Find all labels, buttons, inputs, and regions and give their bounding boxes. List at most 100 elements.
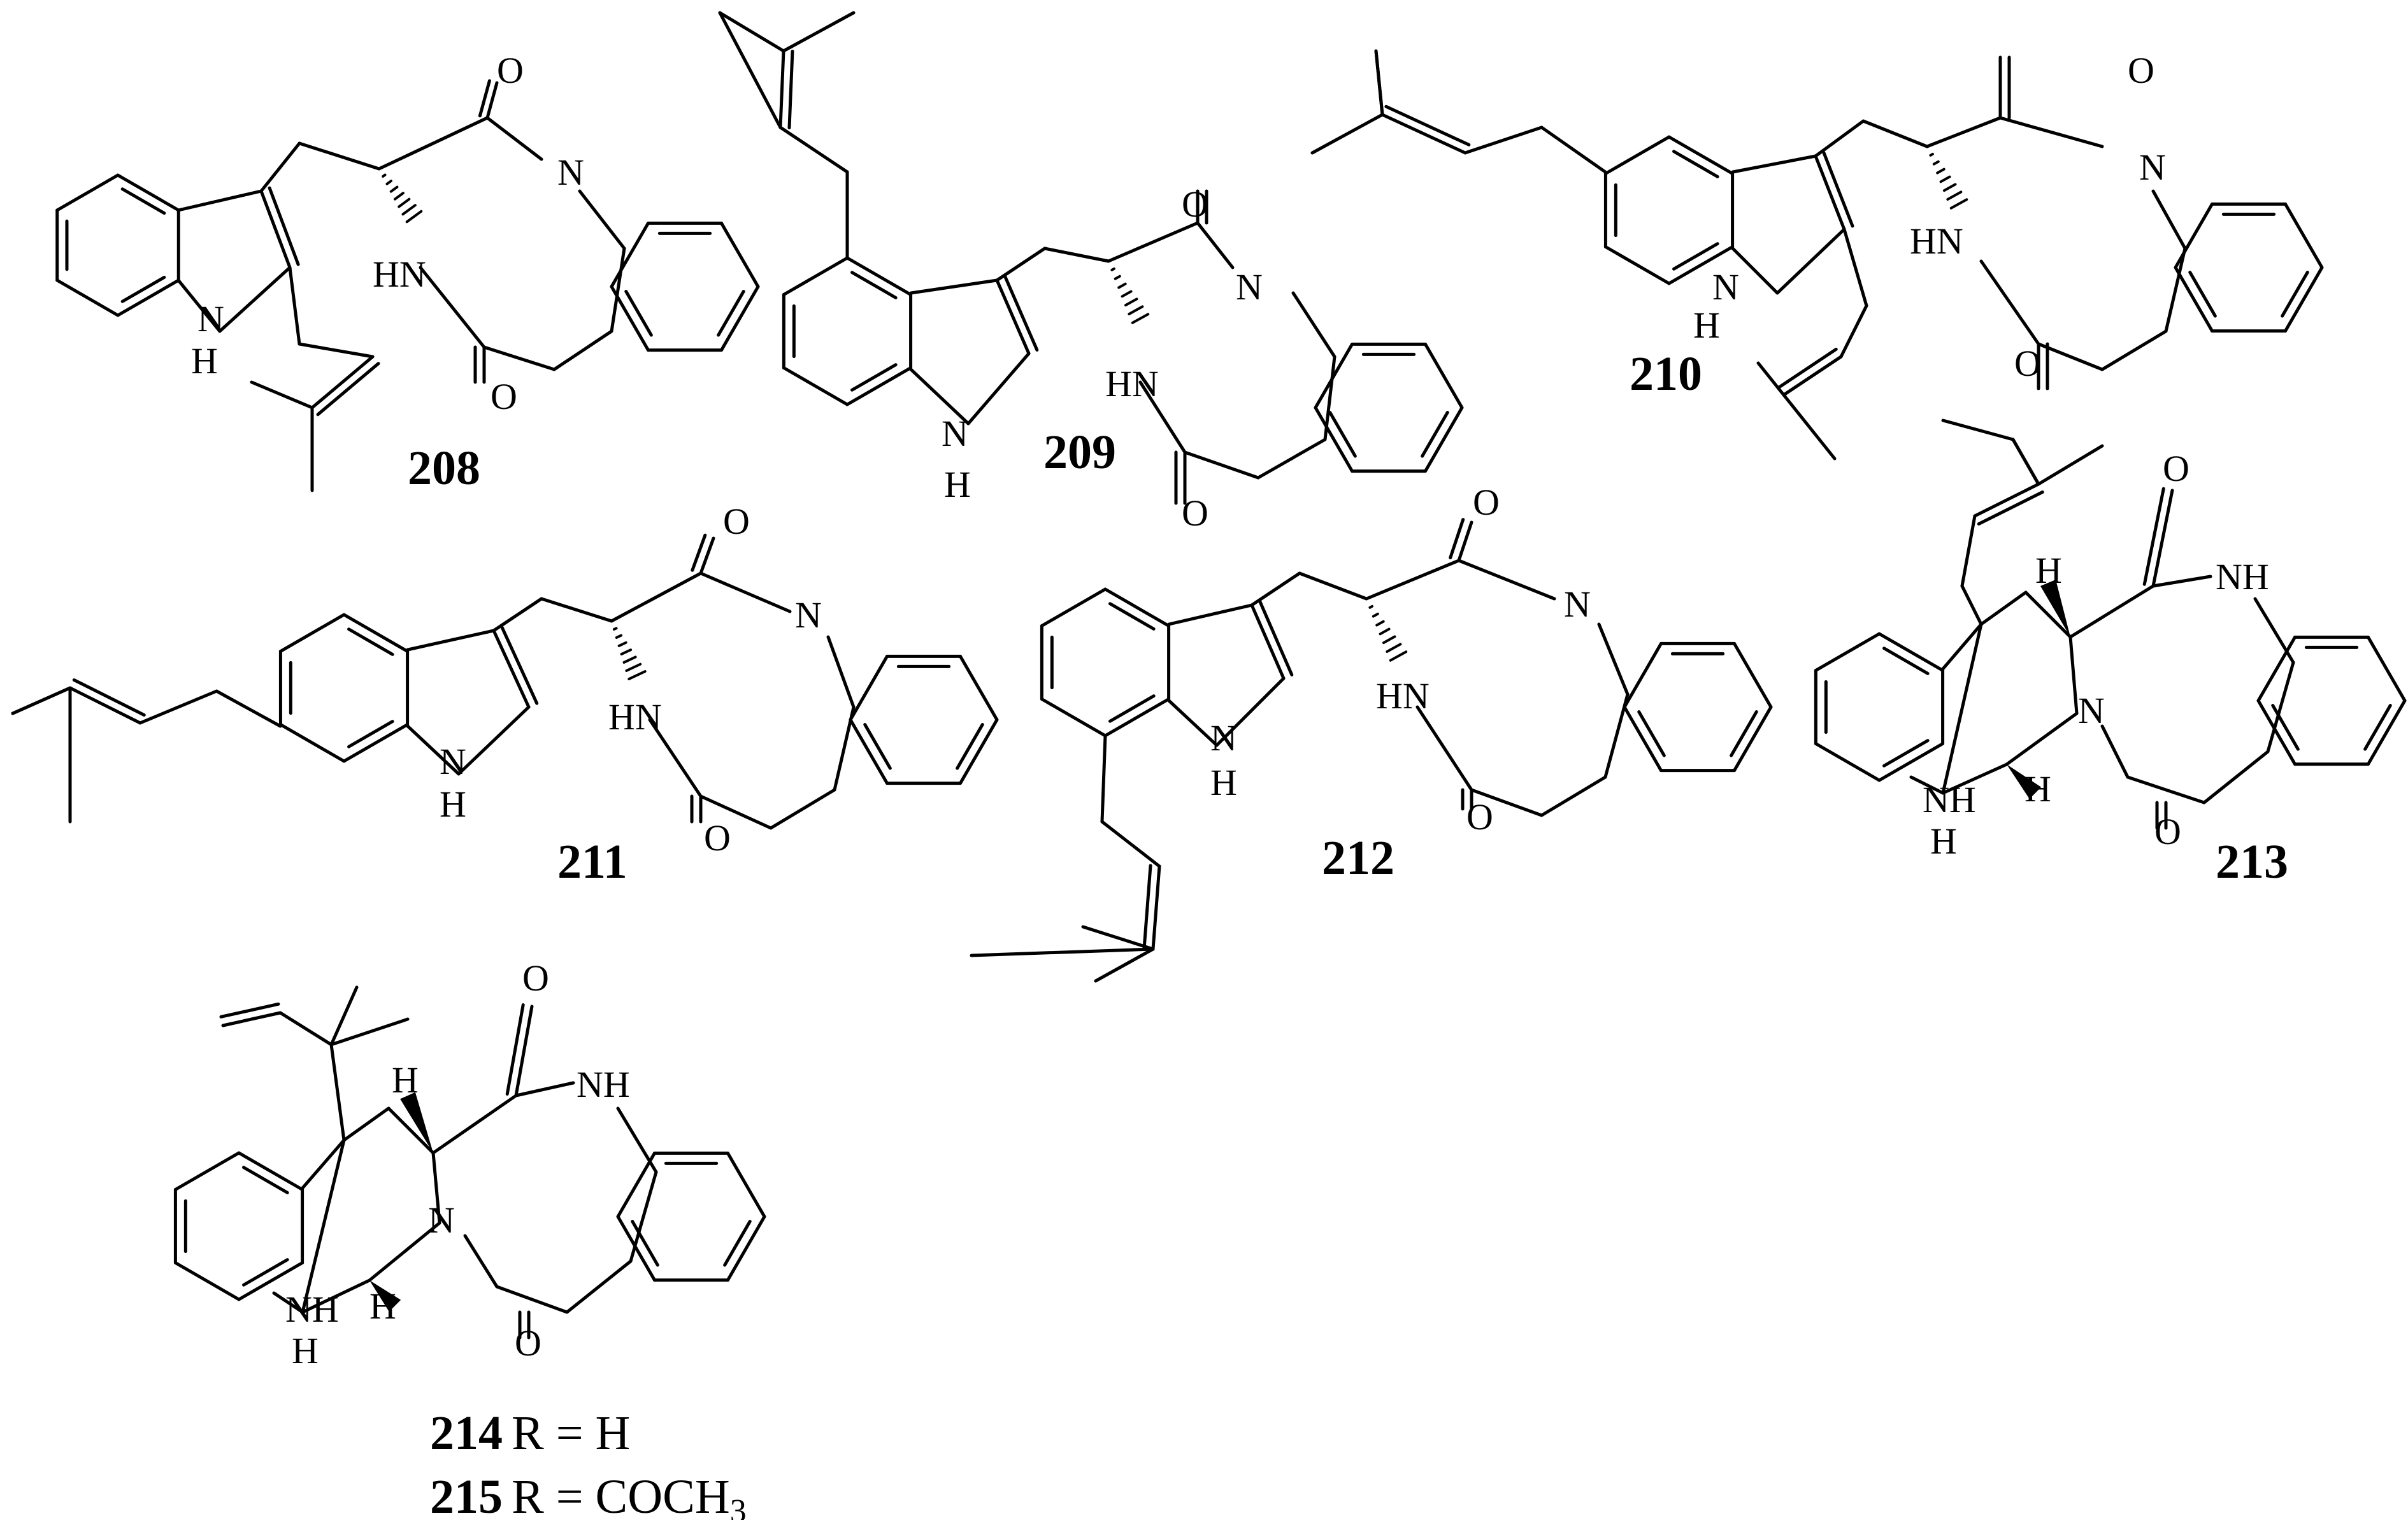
bond-line [2363,704,2392,751]
bond-line [1861,119,1929,148]
bond-line [237,1261,305,1301]
bond-line [1941,622,1983,795]
atom-label-o: O [2128,50,2154,91]
bond-line [995,278,1031,355]
hashed-bond [1389,650,1408,662]
bond-line [1365,559,1461,601]
bond-line [221,1011,282,1027]
atom-label-n: N [1712,266,1739,308]
bond-line [342,723,410,763]
hashed-bond [1946,190,1963,201]
bond-line [1977,490,2044,526]
hashed-bond [385,180,392,185]
bond-line [1814,154,1846,231]
bond-line [1100,820,1161,868]
atom-label-o: O [2154,811,2181,852]
bond-line [347,627,394,656]
bond-line [1142,864,1152,950]
atom-label-o: O [522,957,549,999]
bond-line [2068,635,2079,715]
bond-line [1103,587,1171,627]
wedge-bond [369,1280,401,1312]
bond-line [2142,487,2165,586]
atom-label-nh: NH [2216,556,2269,597]
hashed-bond [625,662,642,672]
bond-line [500,625,539,705]
bond-line [2164,247,2187,333]
bond-line [1877,742,1945,782]
compound-213-atoms: O H NH N H O NH H [1923,448,2269,862]
bond-line [173,1151,241,1191]
bond-line [272,1291,305,1314]
atom-label-nh: NH [1923,779,1976,820]
wedge-bond [400,1092,433,1153]
bond-line [329,985,359,1047]
bond-line [1256,438,1327,480]
bond-line [173,1261,241,1301]
bond-line [2100,329,2168,371]
bond-line [1040,697,1107,738]
bond-line [778,125,849,174]
compound-label-211: 211 [557,835,627,889]
bond-line [259,141,301,193]
bond-line [826,635,856,709]
bond-line [610,571,703,623]
hashed-bond [382,173,387,178]
bond-line [1839,304,1868,359]
atom-label-h: H [392,1059,419,1101]
bond-line [288,266,301,346]
bond-line [1100,734,1107,824]
bond-line [1314,406,1354,473]
bond-line [495,1285,569,1314]
bond-line [406,629,496,652]
hashed-bond [612,627,618,631]
bond-line [1424,342,1464,410]
hashed-bond [1379,627,1391,636]
bond-line [242,1166,289,1194]
bond-line [2126,775,2206,804]
bond-line [329,1043,346,1142]
bond-line [310,355,375,410]
bond-line [1457,520,1473,562]
atom-label-nh: NH [577,1064,630,1105]
bond-line [1540,125,1607,174]
bond-line [699,571,792,613]
bond-line [1842,227,1868,308]
compound-211-atoms: O N HN O N H [440,501,822,859]
bond-line [720,221,760,289]
bond-line [297,342,375,359]
bond-line [1291,291,1337,359]
bond-line [1298,571,1368,601]
bond-line [1094,947,1155,983]
bond-line [631,1220,659,1267]
bond-line [610,285,650,352]
bond-line [624,290,653,337]
bond-line [552,329,613,371]
compound-208-atoms: O N HN O N H [191,50,584,417]
bond-line [959,718,999,785]
atom-label-o: O [497,50,524,91]
bond-line [1314,342,1354,410]
bond-line [316,362,380,417]
bond-line [1960,584,1983,626]
bond-line [242,1258,289,1287]
atom-label-n: N [440,741,466,782]
bond-line [2024,590,2072,639]
bond-line [297,141,381,171]
bond-line [377,116,489,171]
hashed-bond [389,185,399,193]
bond-line [138,689,219,725]
bond-line [176,278,222,333]
bond-line [342,613,410,653]
bond-line [782,366,849,406]
bond-line [431,1094,518,1155]
bond-line [909,278,999,295]
bond-line [463,1234,499,1289]
bond-line [578,189,626,250]
bond-line [1623,641,1663,709]
atom-label-n: N [2139,147,2166,188]
hashed-bond [1932,160,1940,166]
bond-line [1822,151,1854,228]
bond-line [218,266,292,333]
